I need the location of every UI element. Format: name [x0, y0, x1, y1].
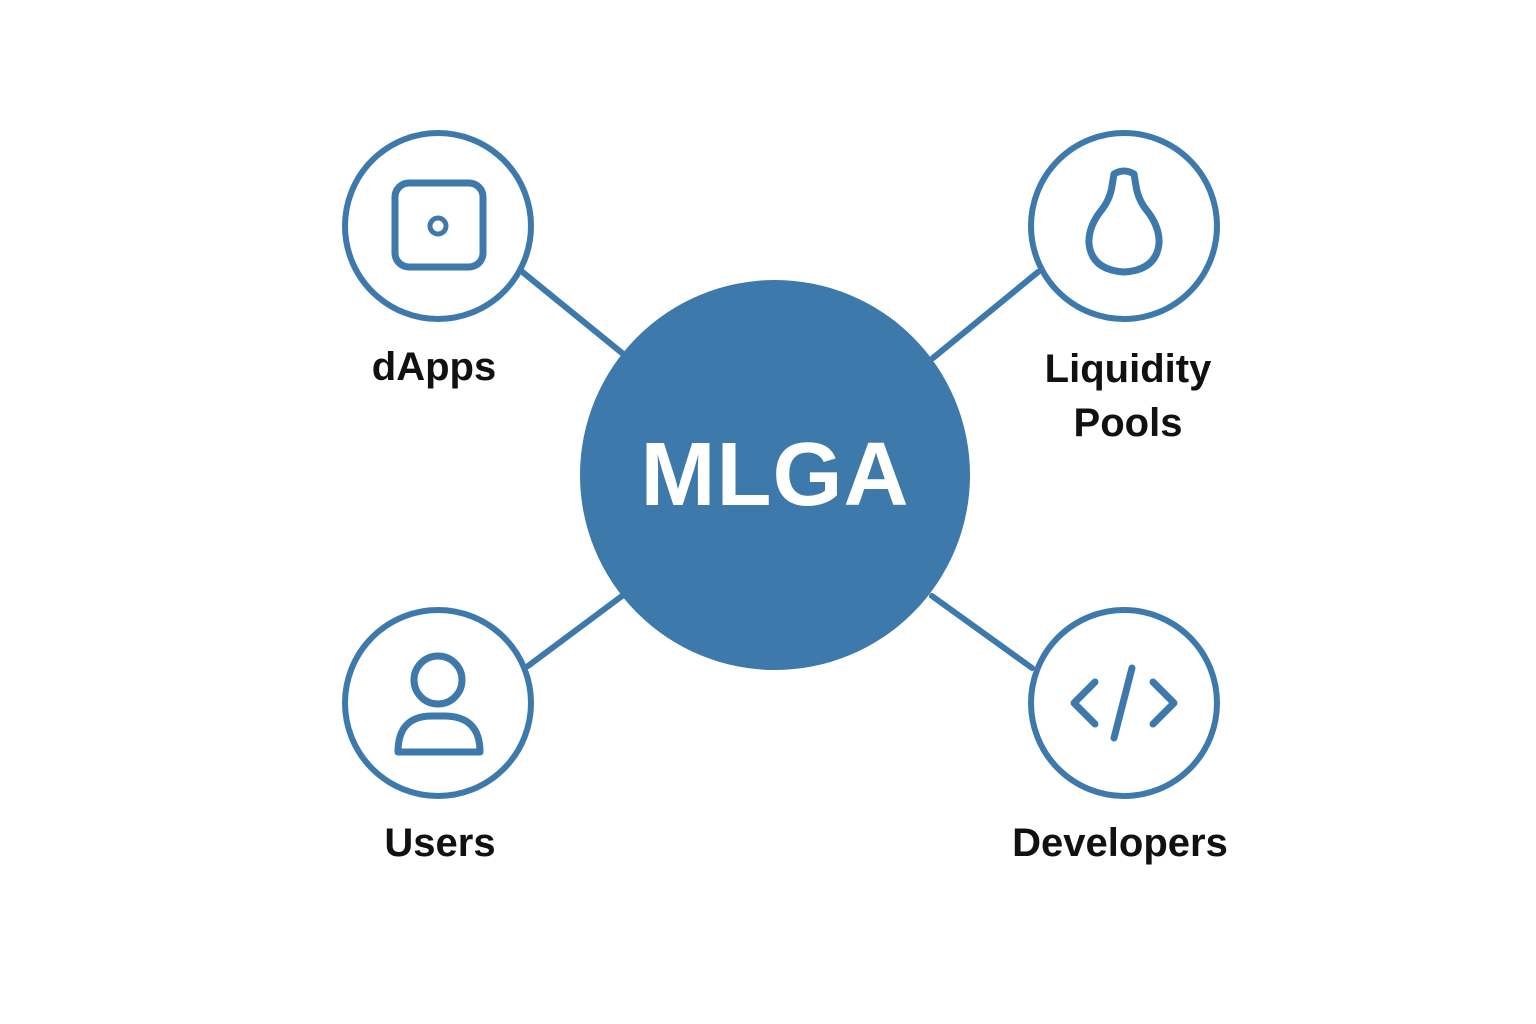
- node-dapps: [342, 130, 534, 322]
- label-line: dApps: [371, 345, 497, 389]
- node-liquidity-pools: [1028, 130, 1220, 322]
- label-line: Developers: [1012, 821, 1228, 865]
- node-dapps-ring: [342, 130, 534, 322]
- node-label-users: Users: [340, 816, 540, 870]
- node-liquidity-pools-ring: [1028, 130, 1220, 322]
- droplet-icon: [1085, 167, 1163, 276]
- node-label-liquidity-pools: Liquidity Pools: [1018, 342, 1238, 450]
- connector-liquidity-pools: [930, 269, 1041, 361]
- node-developers: [1028, 607, 1220, 799]
- center-hub-circle: [580, 280, 970, 670]
- user-icon: [394, 652, 484, 756]
- label-line: Liquidity: [1044, 347, 1212, 391]
- label-line: Pools: [1073, 401, 1183, 445]
- connector-users: [525, 593, 625, 669]
- app-square-icon: [391, 179, 487, 271]
- center-title: MLGA: [640, 425, 910, 525]
- node-users: [342, 607, 534, 799]
- connector-dapps: [517, 267, 625, 356]
- node-label-developers: Developers: [970, 816, 1270, 870]
- label-line: Users: [384, 821, 496, 865]
- connector-developers: [929, 593, 1035, 671]
- node-label-dapps: dApps: [334, 340, 534, 394]
- code-icon: [1070, 664, 1178, 742]
